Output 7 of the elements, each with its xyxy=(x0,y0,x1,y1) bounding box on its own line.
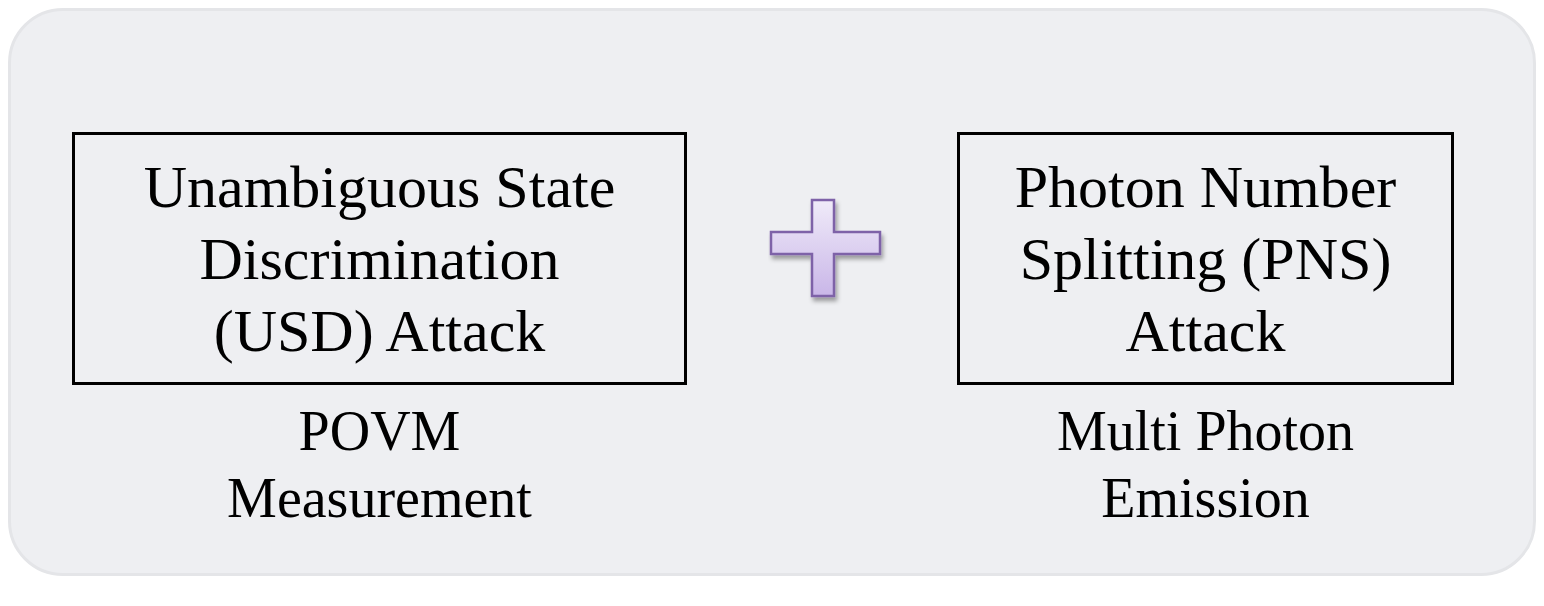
attack-name: Photon Number Splitting (PNS) Attack xyxy=(1013,152,1398,366)
panel-background xyxy=(8,8,1536,576)
attack-name: Unambiguous State Discrimination (USD) Attack xyxy=(142,152,617,366)
attack-caption: POVM Measurement xyxy=(226,399,533,532)
attack-box xyxy=(957,132,1454,385)
attack-caption: Multi Photon Emission xyxy=(1055,399,1356,532)
attack-box xyxy=(72,132,687,385)
